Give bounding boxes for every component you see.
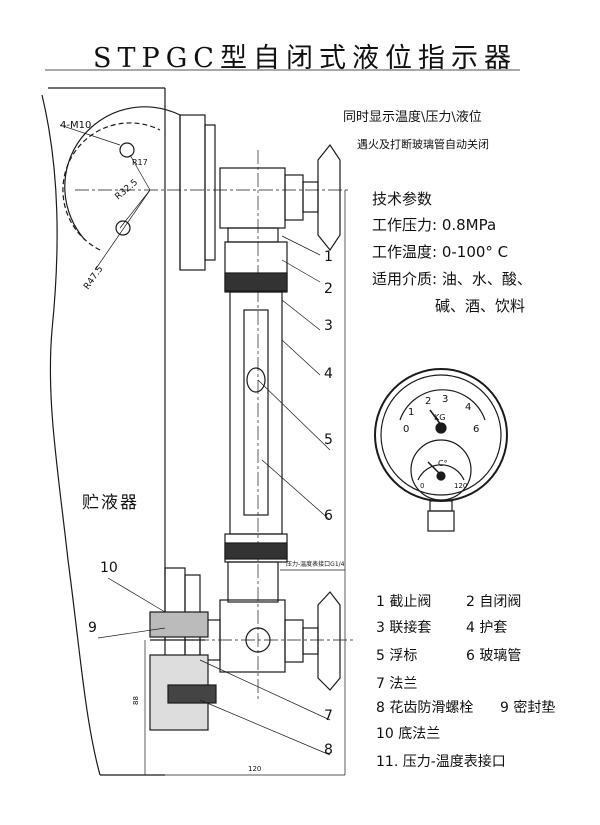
part-3: 3 联接套 — [376, 620, 432, 636]
bolt-hole-bottom — [115, 220, 131, 236]
callout-9: 9 — [88, 620, 97, 636]
leader-8 — [199, 699, 331, 756]
dim-port: 压力-温度表接口G1/4 — [286, 560, 345, 568]
protective-sleeve — [229, 291, 283, 535]
gauge-pressure-unit: KG — [434, 413, 445, 422]
tank-label: 贮液器 — [82, 493, 139, 513]
gauge-tick-6: 6 — [473, 424, 479, 435]
dim-width: 120 — [248, 765, 261, 773]
top-valve-handwheel — [317, 143, 341, 252]
top-coupling — [227, 227, 279, 243]
pressure-needle — [429, 409, 442, 426]
leader-6 — [261, 459, 331, 521]
pressure-needle-hub — [435, 422, 447, 434]
callout-10: 10 — [100, 560, 118, 576]
top-valve-body — [219, 167, 286, 229]
top-flange-face — [204, 124, 216, 261]
gauge-port-circle — [245, 627, 271, 653]
feature-line-2: 遇火及打断玻璃管自动关闭 — [357, 138, 489, 151]
spec-media-2: 碱、酒、饮料 — [435, 297, 526, 315]
callout-4: 4 — [324, 366, 333, 382]
feature-line-1: 同时显示温度\压力\液位 — [343, 110, 482, 125]
lower-knurl-band — [224, 542, 288, 560]
bottom-seal — [149, 611, 209, 638]
bottom-valve-nut — [284, 619, 304, 663]
bolt-hole-top — [119, 142, 135, 158]
dim-r17: R17 — [132, 158, 148, 167]
glass-tube — [243, 309, 269, 516]
gauge-neck — [429, 500, 453, 512]
gauge-temp-unit: C° — [438, 459, 448, 468]
tank-left-edge — [41, 94, 101, 776]
spec-media-1: 适用介质: 油、水、酸、 — [372, 270, 532, 288]
part-1: 1 截止阀 — [376, 594, 432, 610]
leader-9 — [97, 627, 166, 639]
radius-r32-line — [119, 189, 151, 229]
bottom-valve-stem — [302, 627, 319, 655]
callout-1: 1 — [324, 249, 333, 265]
part-5: 5 浮标 — [376, 648, 418, 664]
gauge-tick-1: 1 — [408, 407, 414, 418]
gauge-tick-3: 3 — [442, 394, 448, 405]
hole-leader — [59, 124, 121, 146]
callout-8: 8 — [324, 742, 333, 758]
temp-needle-hub — [436, 471, 446, 481]
leader-2 — [281, 259, 321, 283]
gauge-inner-ring — [380, 374, 502, 496]
anti-slip-bolt — [167, 684, 217, 704]
dim-height: 88 — [132, 696, 140, 705]
part-8: 8 花齿防滑螺栓 — [376, 700, 474, 716]
radius-r47-line — [94, 189, 151, 271]
bolt-circle-arc — [62, 122, 161, 251]
dim-holes: 4-M10 — [60, 120, 91, 131]
temp-scale-arc — [417, 464, 465, 481]
pressure-scale-arc — [399, 389, 486, 421]
leader-1 — [281, 235, 321, 256]
part-10: 10 底法兰 — [376, 726, 441, 742]
bottom-coupling — [227, 561, 279, 603]
upper-knurl-band — [224, 272, 288, 292]
gauge-outer-ring — [374, 368, 508, 502]
radius-r17-line — [129, 154, 151, 191]
leader-4 — [281, 339, 321, 376]
callout-6: 6 — [324, 508, 333, 524]
gauge-tick-2: 2 — [425, 396, 431, 407]
bottom-valve-handwheel — [317, 591, 341, 691]
temp-dial-ring — [410, 439, 472, 501]
spec-pressure: 工作压力: 0.8MPa — [372, 216, 497, 234]
top-valve-nut — [284, 174, 304, 221]
drawing-title: STPGC型自闭式液位指示器 — [93, 43, 517, 74]
gauge-temp-tick-0: 0 — [420, 482, 424, 490]
gauge-tick-0: 0 — [403, 424, 409, 435]
top-flange-plate — [179, 114, 206, 271]
spec-heading: 技术参数 — [372, 190, 433, 208]
part-2: 2 自闭阀 — [466, 594, 522, 610]
part-11: 11. 压力-温度表接口 — [376, 754, 506, 770]
part-6: 6 玻璃管 — [466, 648, 522, 664]
callout-3: 3 — [324, 318, 333, 334]
dim-r47: R47.5 — [82, 264, 105, 291]
callout-2: 2 — [324, 281, 333, 297]
leader-10 — [107, 577, 166, 613]
part-9: 9 密封垫 — [500, 700, 556, 716]
gauge-thread — [427, 510, 455, 532]
leader-5 — [257, 379, 331, 451]
part-7: 7 法兰 — [376, 676, 418, 692]
leader-3 — [281, 299, 321, 331]
dim-r32: R32.5 — [114, 178, 141, 203]
gauge-tick-4: 4 — [465, 402, 471, 413]
bottom-valve-body — [219, 599, 286, 673]
spec-temperature: 工作温度: 0-100° C — [372, 243, 509, 261]
callout-7: 7 — [324, 708, 333, 724]
top-flange-arc — [64, 106, 181, 241]
float-marker — [246, 367, 266, 393]
part-4: 4 护套 — [466, 620, 508, 636]
gauge-temp-tick-120: 120 — [454, 482, 467, 490]
leader-7 — [199, 659, 331, 721]
callout-5: 5 — [324, 432, 333, 448]
top-valve-stem — [302, 181, 319, 213]
